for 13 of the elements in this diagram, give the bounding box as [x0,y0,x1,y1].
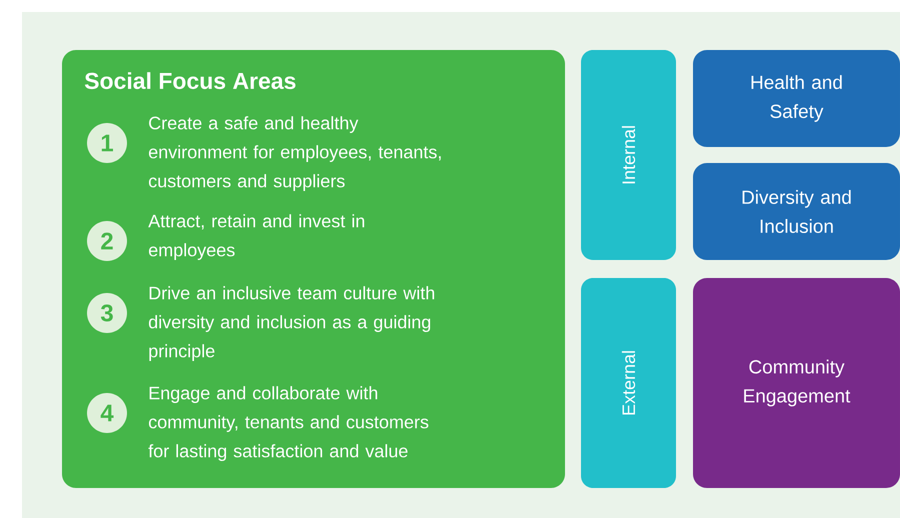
category-box: Diversity and Inclusion [693,163,900,260]
side-band: External [581,278,676,488]
number-badge: 2 [87,221,127,261]
number-badge: 4 [87,393,127,433]
focus-description: Create a safe and healthy environment for employees, tenants, customers and suppliers [148,116,441,191]
focus-description: Attract, retain and invest in employees [148,214,364,260]
number-badge: 1 [87,123,127,163]
focus-description: Drive an inclusive team culture with diversity and inclusion as a guiding principle [148,286,434,361]
side-band: Internal [581,50,676,260]
number-badge: 3 [87,293,127,333]
focus-description: Engage and collaborate with community, tenants and customers for lasting satisfaction and value [148,386,428,461]
category-box: Community Engagement [693,278,900,488]
category-box: Health and Safety [693,50,900,147]
